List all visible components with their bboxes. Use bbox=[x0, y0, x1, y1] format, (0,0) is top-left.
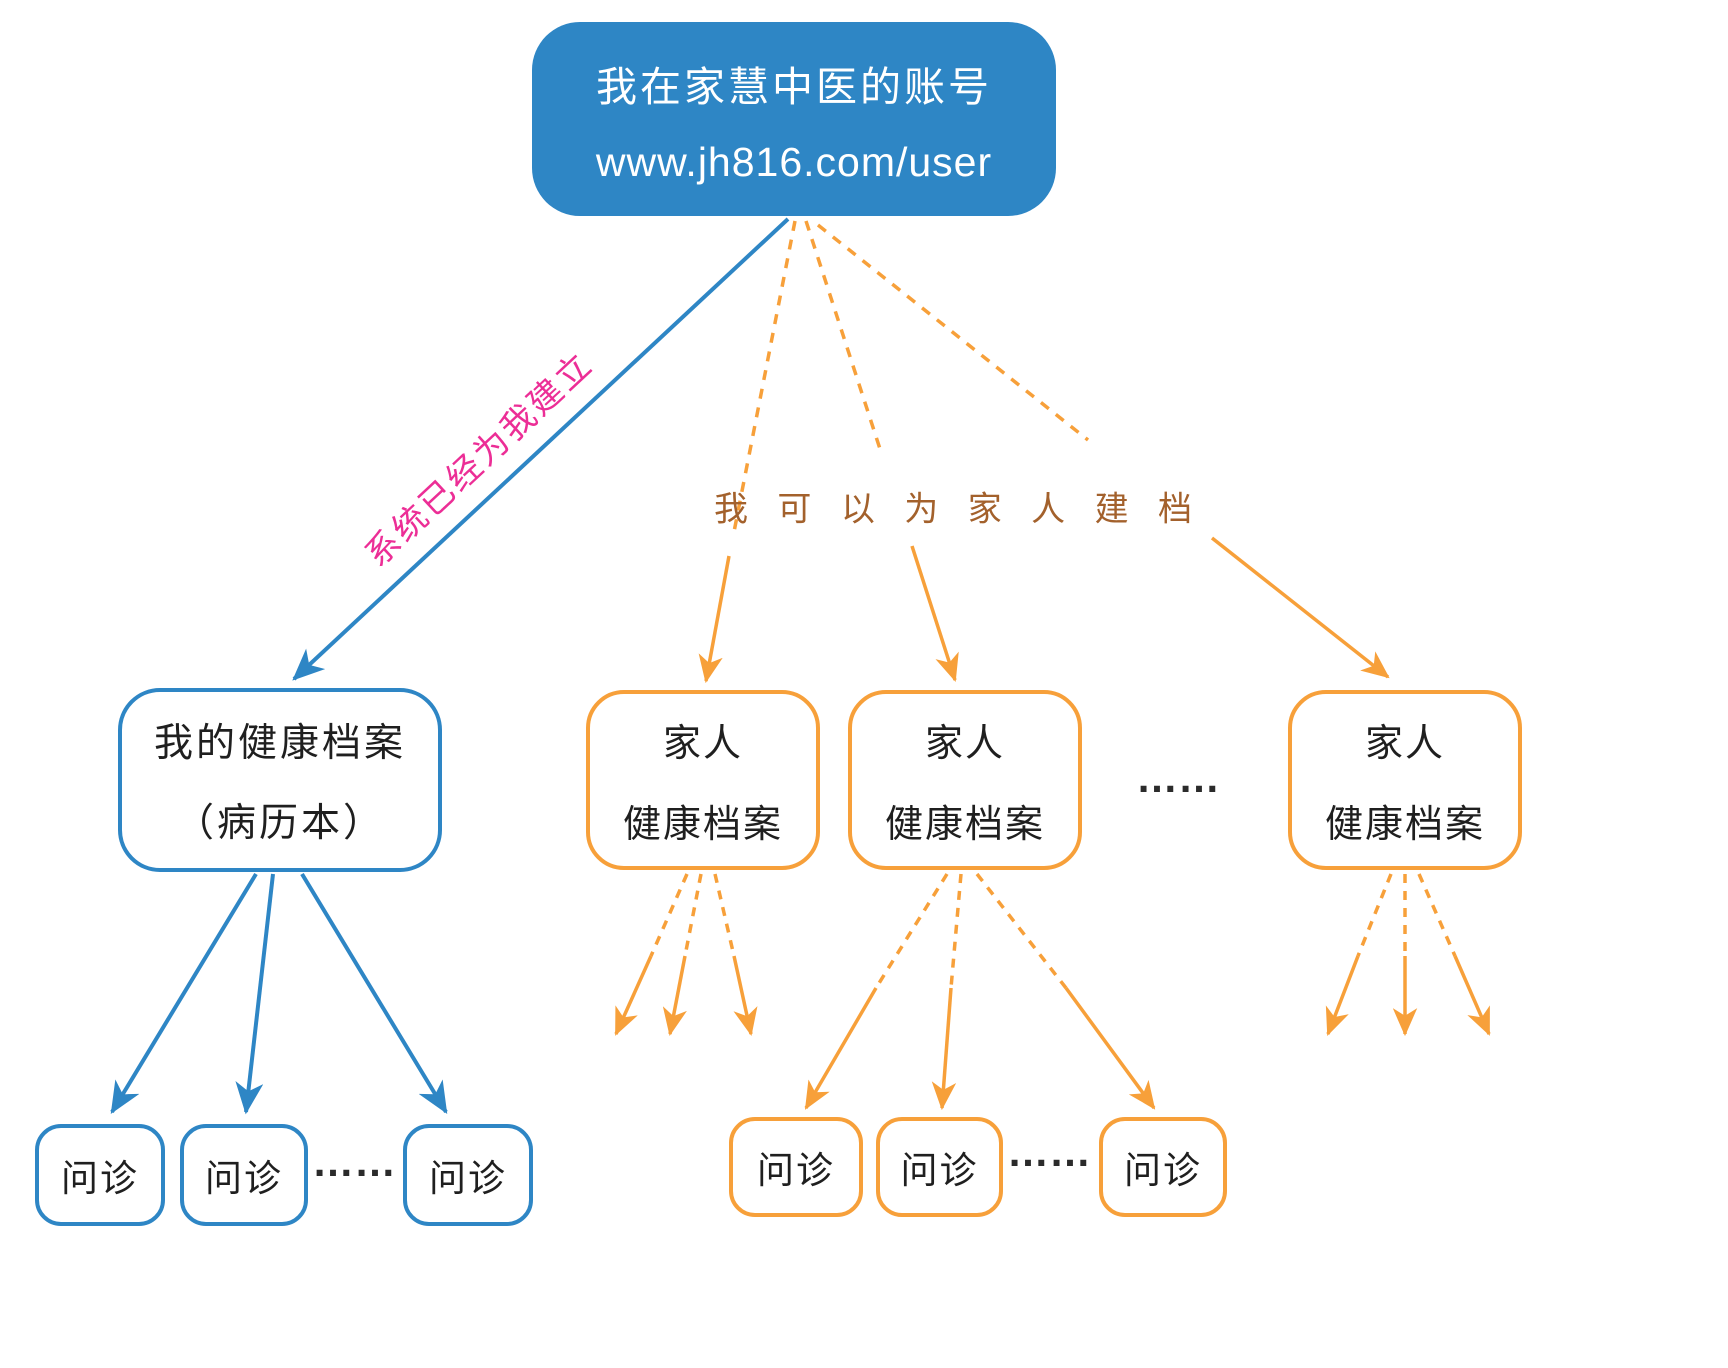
family-archive-line1: 家人 bbox=[662, 723, 743, 765]
family-consult-ellipsis: …… bbox=[1007, 1128, 1091, 1175]
edge-label-family-register: 我 可 以 为 家 人 建 档 bbox=[713, 490, 1203, 529]
my-archive-line1: 我的健康档案 bbox=[153, 722, 406, 765]
my-consult-node-3: 问诊 bbox=[403, 1124, 533, 1226]
edges-root-family-dashed bbox=[731, 220, 1090, 538]
my-archive-node: 我的健康档案 （病历本） bbox=[118, 688, 442, 872]
family-archive-line1: 家人 bbox=[924, 723, 1005, 765]
family-consult-node-2: 问诊 bbox=[876, 1117, 1003, 1217]
my-consult-ellipsis: …… bbox=[312, 1138, 396, 1185]
family-consult-node-1: 问诊 bbox=[729, 1117, 863, 1217]
family-ellipsis: …… bbox=[1136, 754, 1220, 801]
my-consult-node-1: 问诊 bbox=[35, 1124, 165, 1226]
edges-family3-children bbox=[1325, 873, 1491, 1037]
edges-family2-consults bbox=[804, 872, 1156, 1111]
family-archive-line2: 健康档案 bbox=[1324, 804, 1485, 846]
account-title: 我在家慧中医的账号 bbox=[596, 63, 992, 110]
account-node: 我在家慧中医的账号 www.jh816.com/user bbox=[532, 22, 1056, 216]
my-archive-line2: （病历本） bbox=[174, 802, 385, 845]
family-consult-node-3: 问诊 bbox=[1099, 1117, 1227, 1217]
family-archive-line1: 家人 bbox=[1364, 723, 1445, 765]
edges-family1-children bbox=[614, 873, 758, 1037]
edges-root-family-solid bbox=[698, 536, 1390, 684]
my-consult-node-2: 问诊 bbox=[180, 1124, 308, 1226]
family-archive-node-3: 家人 健康档案 bbox=[1288, 690, 1522, 870]
account-url: www.jh816.com/user bbox=[595, 138, 993, 185]
edge-root-my-archive bbox=[292, 217, 790, 681]
family-archive-node-2: 家人 健康档案 bbox=[848, 690, 1082, 870]
family-archive-line2: 健康档案 bbox=[884, 804, 1045, 846]
family-archive-node-1: 家人 健康档案 bbox=[586, 690, 820, 870]
edges-my-archive-consults bbox=[110, 872, 448, 1115]
family-archive-line2: 健康档案 bbox=[622, 804, 783, 846]
